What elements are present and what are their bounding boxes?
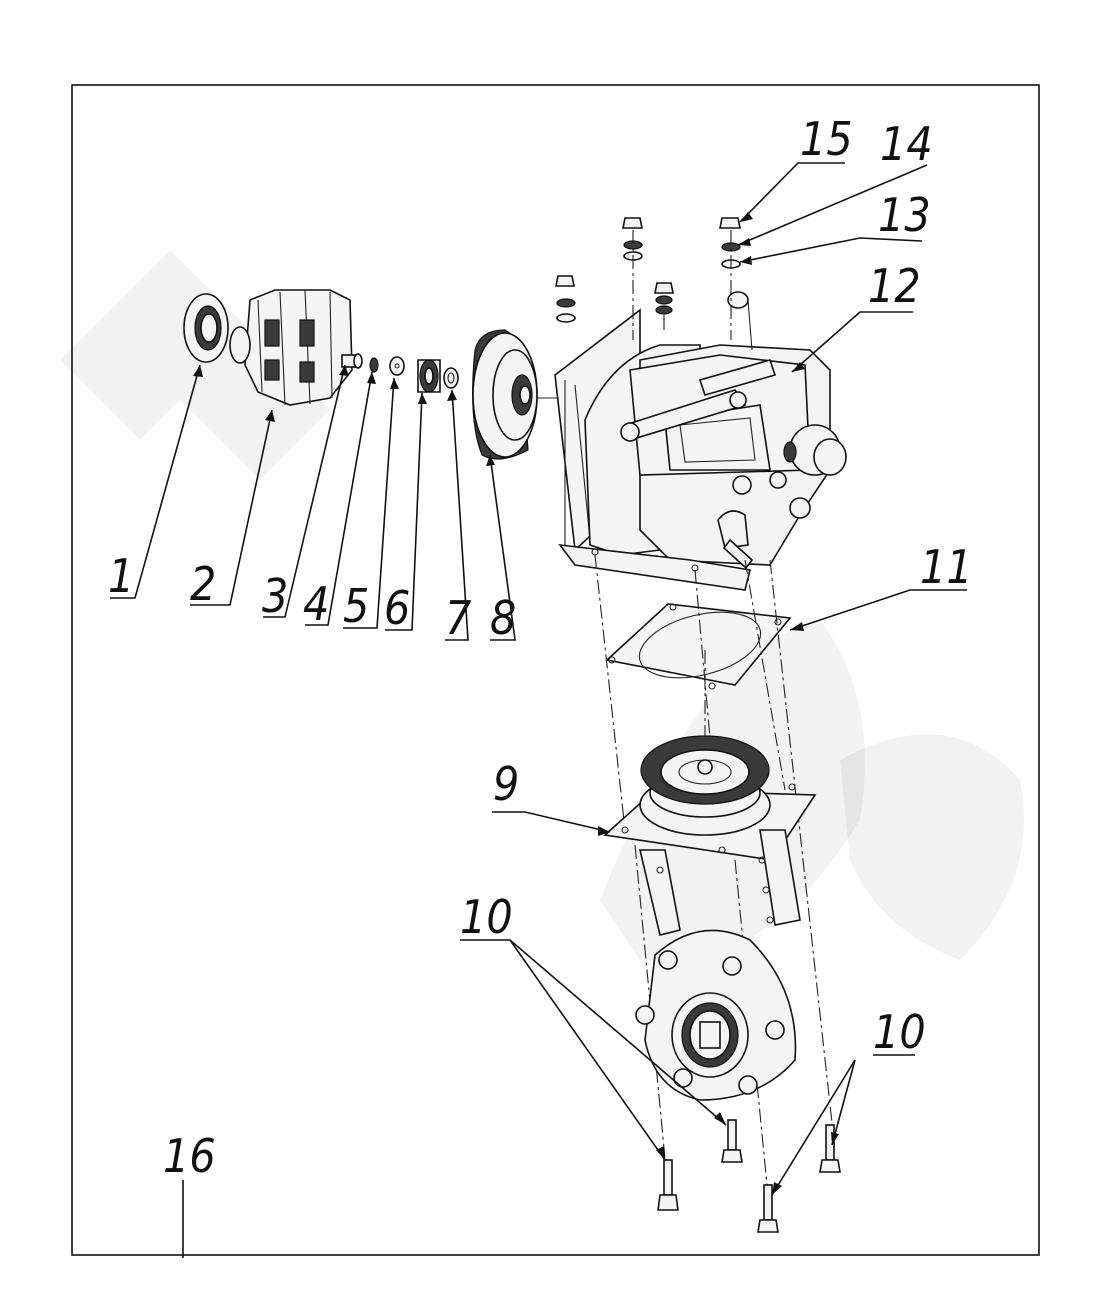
arrowheads <box>193 212 839 1195</box>
callout-15: 15 <box>800 112 853 166</box>
part-1-bearing-cap <box>183 293 229 363</box>
bolt-10-c <box>757 1184 779 1233</box>
callout-11: 11 <box>920 540 973 594</box>
callout-5: 5 <box>343 579 369 633</box>
leader-lines <box>110 162 967 1258</box>
part-4-washer <box>369 357 379 373</box>
callout-10-left: 10 <box>460 890 513 944</box>
part-7-circlip <box>443 367 459 389</box>
callout-10-right: 10 <box>873 1005 926 1059</box>
callout-9: 9 <box>493 757 519 811</box>
part-6-bearing <box>417 359 441 393</box>
callout-12: 12 <box>868 259 921 313</box>
part-5-washer <box>389 356 405 376</box>
callout-16: 16 <box>163 1129 216 1183</box>
part-2-clutch-housing <box>229 289 353 406</box>
callout-13: 13 <box>878 188 931 242</box>
callout-labels: 1 2 3 4 5 6 7 8 9 10 10 11 12 13 14 15 1… <box>108 112 973 1183</box>
callout-3: 3 <box>262 569 288 623</box>
callout-6: 6 <box>384 581 410 635</box>
bolt-stack-4 <box>654 282 674 330</box>
callout-7: 7 <box>445 591 471 645</box>
part-9-gear-plate <box>603 735 817 936</box>
part-8-clutch-pulley <box>472 329 565 460</box>
gearbox-housing <box>554 308 847 591</box>
bolt-10-a <box>657 1159 679 1211</box>
part-3-pin <box>341 353 363 369</box>
callout-14: 14 <box>880 117 933 171</box>
bolt-10-d <box>819 1124 841 1173</box>
bolt-stack-3 <box>555 275 576 323</box>
callout-1: 1 <box>108 549 134 603</box>
callout-8: 8 <box>490 591 516 645</box>
drawing-frame <box>71 84 1040 1256</box>
callout-4: 4 <box>303 577 329 631</box>
bolt-stack-2 <box>719 217 753 351</box>
lower-gear-housing <box>635 929 797 1101</box>
bolt-stack-1 <box>622 217 643 340</box>
part-11-gasket <box>605 603 792 690</box>
bolt-10-b <box>721 1119 743 1163</box>
callout-2: 2 <box>190 557 216 611</box>
bottom-bolts <box>657 1119 841 1233</box>
